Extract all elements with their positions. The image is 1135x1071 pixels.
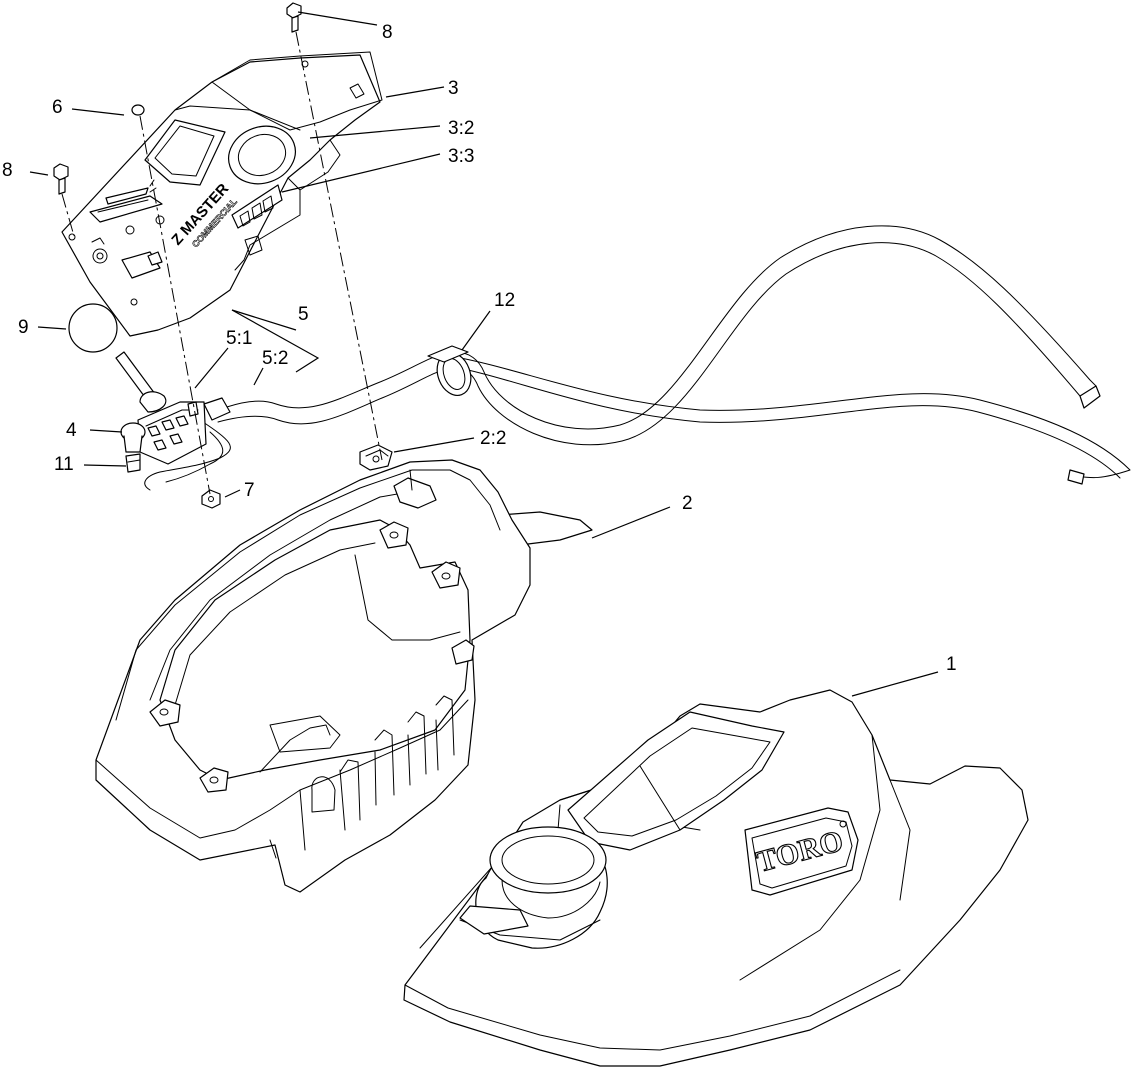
part-12-cable-clamp	[427, 345, 472, 396]
part-11-stud	[125, 453, 141, 473]
callout-5-2: 5:2	[262, 348, 288, 369]
callout-3-2: 3:2	[448, 118, 474, 139]
part-8-screw-top	[286, 2, 302, 33]
part-2-2-clip-nut	[359, 444, 393, 471]
callout-11: 11	[54, 454, 74, 475]
callout-labels: 8 3 3:2 3:3 6 8 9 5 5:1 5:2 12 4 2:2 11 …	[2, 22, 957, 675]
assembly-centerlines	[61, 31, 383, 495]
part-2-console-housing	[95, 459, 593, 893]
callout-2-2: 2:2	[480, 428, 506, 449]
callout-12: 12	[494, 290, 515, 311]
part-9-control-knob	[68, 303, 118, 353]
leader-lines	[29, 11, 939, 697]
part-3-control-panel: Z MASTER COMMERCIAL	[61, 51, 383, 337]
callout-7: 7	[244, 480, 255, 501]
part-4-push-button	[120, 422, 146, 453]
part-5-throttle-cable-assembly	[115, 225, 1131, 491]
callout-4: 4	[66, 420, 77, 441]
callout-9: 9	[18, 317, 29, 338]
callout-6: 6	[52, 97, 63, 118]
callout-3-3: 3:3	[448, 146, 474, 167]
callout-2: 2	[682, 493, 693, 514]
part-8-screw-left	[53, 163, 69, 195]
callout-8-top: 8	[382, 22, 393, 43]
part-1-console-cover: TORO	[403, 689, 1029, 1067]
callout-8-left: 8	[2, 160, 13, 181]
callout-3: 3	[448, 78, 459, 99]
callout-5-1: 5:1	[226, 328, 252, 349]
part-6-pin	[131, 104, 145, 116]
callout-5: 5	[298, 304, 309, 325]
part-7-nut	[201, 489, 221, 509]
callout-1: 1	[946, 654, 957, 675]
